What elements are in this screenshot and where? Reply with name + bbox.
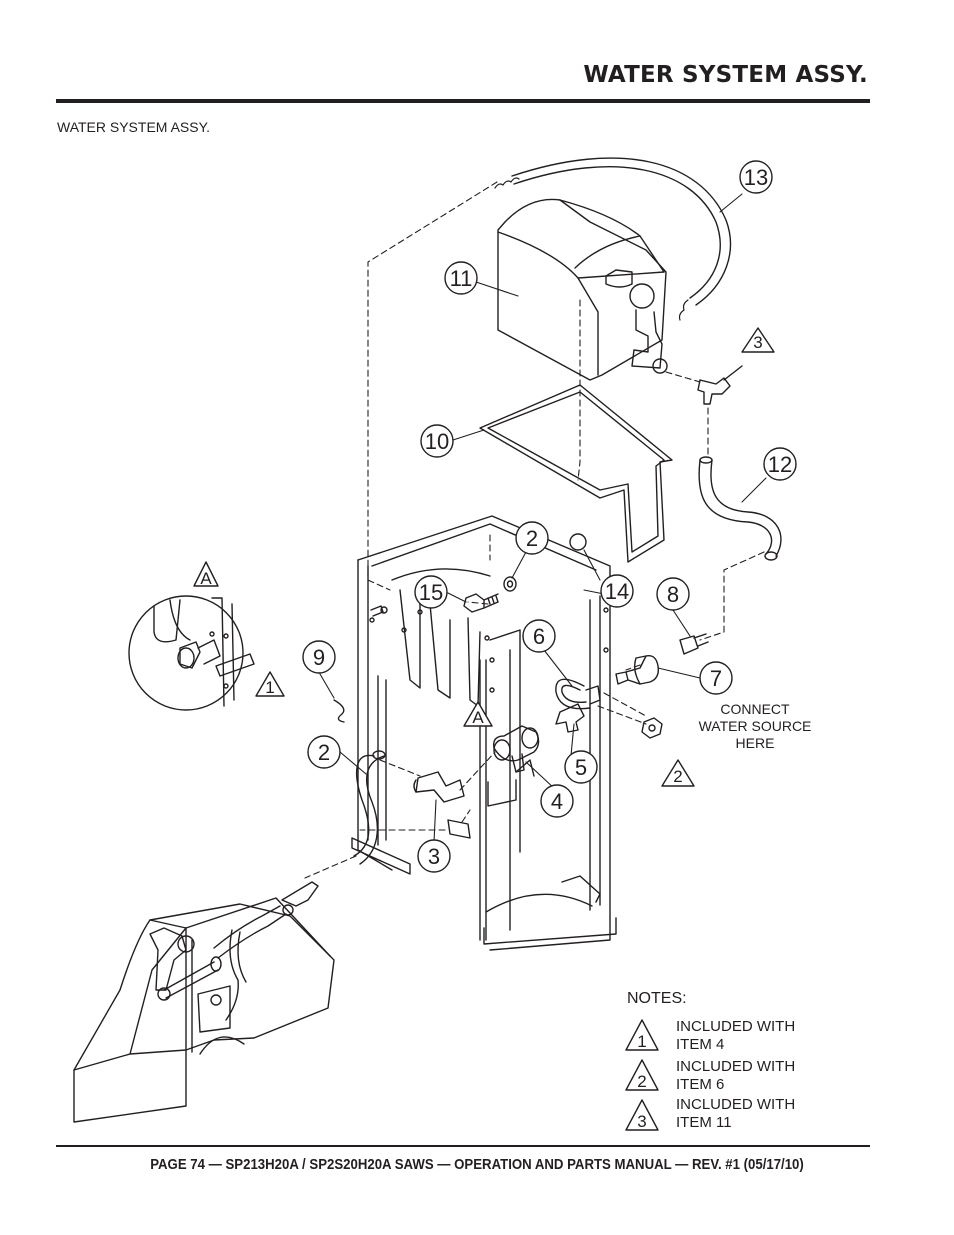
connect-label-line2: WATER SOURCE [699, 718, 812, 734]
header-rule [56, 99, 870, 103]
notes-heading: NOTES: [627, 990, 687, 1007]
page-title: WATER SYSTEM ASSY. [583, 62, 868, 88]
note-2-line2: ITEM 6 [676, 1076, 724, 1093]
callout-14: 14 [605, 579, 629, 604]
note-2-number: 2 [637, 1072, 646, 1091]
callout-11: 11 [450, 266, 473, 291]
cap-14 [569, 533, 587, 551]
leader-lines [319, 193, 767, 843]
page-footer: PAGE 74 — SP213H20A / SP2S20H20A SAWS — … [150, 1156, 804, 1173]
callout-12: 12 [768, 452, 792, 477]
valve-tee-4 [493, 725, 540, 773]
callout-10: 10 [425, 429, 449, 454]
triangle-2-label: 2 [673, 767, 682, 786]
elbow-5 [555, 703, 585, 733]
notes-block: NOTES: 1 INCLUDED WITH ITEM 4 2 INCLUDED… [627, 990, 795, 1131]
nut-2 [641, 717, 663, 739]
water-tank-11 [497, 198, 668, 381]
assembly-lines [304, 181, 765, 879]
fitting-7 [615, 655, 660, 685]
note-3-line2: ITEM 11 [676, 1114, 732, 1131]
spring-clip-9 [333, 699, 345, 723]
bolt-15 [463, 593, 499, 613]
callout-9: 9 [313, 645, 325, 670]
connect-label-line3: HERE [736, 735, 775, 751]
callout-7: 7 [710, 666, 722, 691]
callout-5: 5 [575, 755, 587, 780]
callout-15: 15 [419, 580, 443, 605]
callout-6: 6 [533, 624, 545, 649]
fitting-3-lower [413, 771, 465, 803]
note-1-line2: ITEM 4 [676, 1036, 724, 1053]
hose-12 [698, 456, 782, 561]
triangle-a-detail-label: A [200, 569, 212, 588]
hose-2-lower [353, 750, 386, 865]
callout-8: 8 [667, 582, 679, 607]
callout-13: 13 [744, 165, 768, 190]
detail-a-circle [128, 595, 255, 711]
triangle-1-label: 1 [265, 678, 274, 697]
connect-label-line1: CONNECT [720, 701, 790, 717]
callout-3: 3 [428, 844, 440, 869]
top-hose-13 [494, 157, 732, 321]
tank-valve [697, 365, 743, 405]
note-3-number: 3 [637, 1112, 646, 1131]
triangle-3-label: 3 [753, 333, 762, 352]
footer-rule [56, 1145, 870, 1147]
note-triangles [193, 327, 775, 1131]
tank-tray-10 [479, 384, 673, 563]
triangle-a-valve-label: A [472, 708, 484, 727]
note-2-line1: INCLUDED WITH [676, 1058, 795, 1075]
note-3-line1: INCLUDED WITH [676, 1096, 795, 1113]
note-1-number: 1 [637, 1032, 646, 1051]
frame-stand [351, 515, 617, 951]
section-subtitle: WATER SYSTEM ASSY. [57, 119, 211, 135]
blade-guard [73, 881, 335, 1123]
callout-2-washer: 2 [526, 526, 538, 551]
note-1-line1: INCLUDED WITH [676, 1018, 795, 1035]
u-fitting-6 [555, 678, 601, 710]
callout-circles [302, 160, 797, 873]
callout-2-hose: 2 [318, 740, 330, 765]
callout-4: 4 [551, 789, 563, 814]
washer-2 [503, 576, 517, 592]
fitting-8 [679, 633, 709, 655]
